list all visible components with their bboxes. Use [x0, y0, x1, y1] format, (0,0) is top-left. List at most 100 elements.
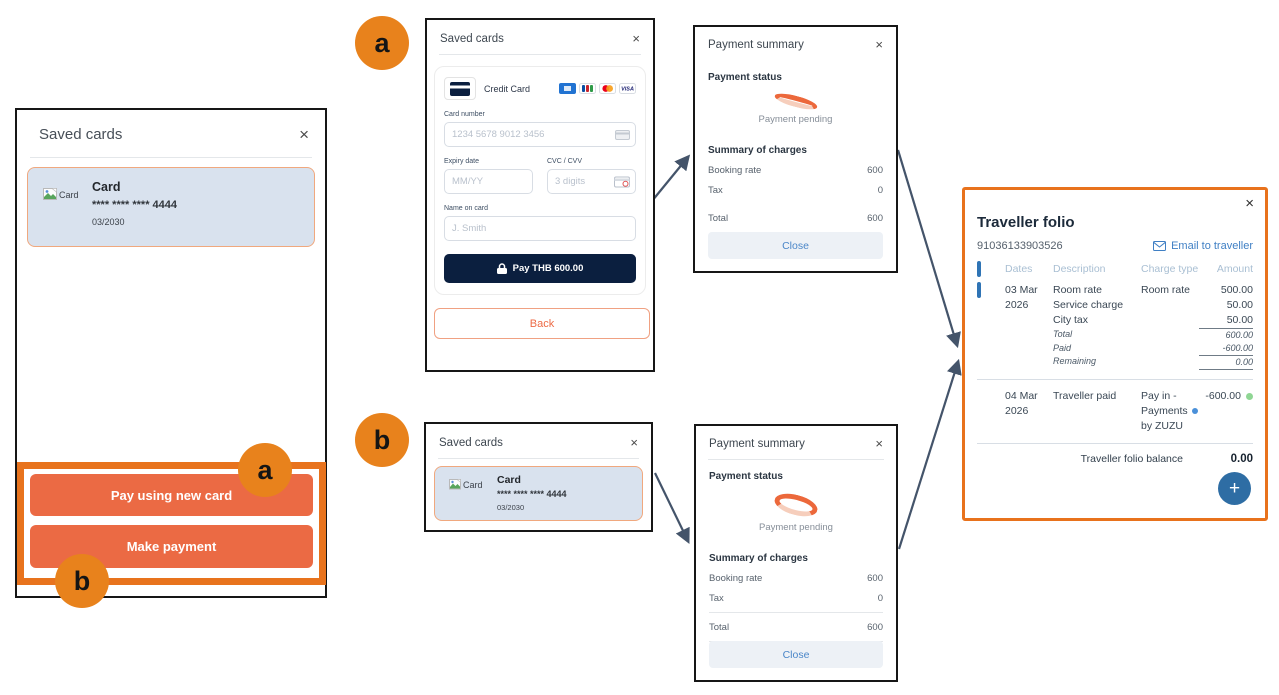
folio-balance-row: Traveller folio balance 0.00	[977, 453, 1253, 465]
pay-button-label: Pay THB 600.00	[512, 263, 584, 274]
close-icon[interactable]: ×	[630, 435, 638, 450]
divider	[977, 443, 1253, 444]
select-all-checkbox[interactable]	[977, 261, 981, 277]
step-b-badge: b	[55, 554, 109, 608]
expiry-input[interactable]	[444, 169, 533, 194]
add-charge-button[interactable]: +	[1218, 472, 1251, 505]
payment-method-row: Credit Card VISA	[444, 77, 636, 100]
card-image-alt-text: Card	[463, 479, 483, 490]
modal-header: Saved cards ×	[426, 424, 651, 458]
card-number-input[interactable]	[444, 122, 636, 147]
close-button[interactable]: Close	[709, 641, 883, 668]
name-on-card-input[interactable]	[444, 216, 636, 241]
svg-text:VISA: VISA	[621, 87, 634, 93]
payment-description: Traveller paid	[1053, 390, 1117, 402]
total-row: Total 600	[709, 622, 883, 633]
folio-number: 91036133903526	[977, 240, 1063, 252]
broken-image-icon	[43, 188, 57, 200]
card-masked-number: **** **** **** 4444	[497, 489, 567, 499]
paid-status-dot	[1246, 393, 1253, 400]
balance-value: 0.00	[1230, 453, 1253, 465]
card-image-alt-text: Card	[59, 189, 79, 200]
charge-amount: 50.00	[1226, 299, 1253, 311]
charges-heading: Summary of charges	[709, 553, 808, 565]
flow-arrow-a2	[896, 149, 961, 349]
payment-pending-text: Payment pending	[759, 522, 833, 534]
balance-label: Traveller folio balance	[1080, 453, 1183, 465]
card-input-icon	[615, 129, 630, 140]
charge-label: Booking rate	[709, 573, 763, 585]
email-to-traveller-link[interactable]: Email to traveller	[1153, 240, 1253, 252]
mastercard-icon	[599, 83, 616, 94]
modal-header: Payment summary ×	[695, 27, 896, 60]
payment-method-label: Credit Card	[484, 83, 531, 94]
total-label: Total	[709, 621, 730, 633]
divider	[977, 379, 1253, 380]
modal-title: Saved cards	[439, 436, 503, 449]
close-icon[interactable]: ×	[632, 31, 640, 46]
close-button[interactable]: Close	[708, 232, 883, 260]
cvc-label: CVC / CVV	[547, 158, 583, 165]
saved-card-details: Card **** **** **** 4444 03/2030	[497, 474, 567, 512]
card-name: Card	[497, 474, 521, 486]
close-icon[interactable]: ×	[875, 436, 883, 451]
payment-charge-type: Pay in -	[1141, 390, 1177, 402]
charge-value: 600	[867, 164, 883, 176]
card-image-broken: Card	[43, 188, 79, 201]
cvc-hint-icon	[614, 176, 630, 187]
folio-row-payment: 04 Mar Traveller paid Pay in - -600.00 2…	[977, 389, 1253, 434]
credit-card-form: Credit Card VISA Card number Expiry date…	[434, 66, 646, 295]
card-image-broken: Card	[449, 479, 483, 490]
row-date: 2026	[1005, 405, 1029, 417]
payment-summary-modal: Payment summary × Payment status Payment…	[694, 424, 898, 682]
charge-type: Room rate	[1141, 284, 1191, 296]
total-value: 600	[867, 621, 883, 633]
broken-image-icon	[449, 479, 461, 490]
payment-charge-type: by ZUZU	[1141, 420, 1183, 432]
close-icon[interactable]: ×	[1245, 195, 1254, 212]
credit-card-icon	[444, 77, 476, 100]
card-expiry: 03/2030	[92, 217, 125, 227]
row-date: 2026	[1005, 299, 1029, 311]
traveller-folio-panel: × Traveller folio 91036133903526 Email t…	[962, 187, 1268, 521]
folio-row-charges: 03 Mar Room rate Room rate 500.00 2026 S…	[977, 282, 1253, 370]
charge-row: Booking rate 600	[708, 165, 883, 176]
remaining-amount: 0.00	[1199, 355, 1253, 370]
charge-label: Tax	[709, 593, 724, 605]
subtotal-amount: 600.00	[1199, 328, 1253, 342]
amex-icon	[559, 83, 576, 94]
flow-arrow-b2	[897, 358, 962, 550]
paid-label: Paid	[1053, 343, 1072, 353]
charge-description: Service charge	[1053, 299, 1124, 311]
pay-button[interactable]: Pay THB 600.00	[444, 254, 636, 283]
expiry-label: Expiry date	[444, 158, 480, 165]
col-description: Description	[1053, 263, 1106, 275]
payment-amount: -600.00	[1205, 390, 1241, 402]
flow-arrow-b1	[654, 472, 690, 544]
row-checkbox[interactable]	[977, 282, 981, 298]
step-b-badge: b	[355, 413, 409, 467]
total-row: Total 600	[708, 213, 883, 224]
back-button[interactable]: Back	[434, 308, 650, 339]
card-number-label: Card number	[444, 111, 485, 118]
jcb-icon	[579, 83, 596, 94]
step-a-badge: a	[355, 16, 409, 70]
subtotal-label: Total	[1053, 329, 1073, 339]
close-icon[interactable]: ×	[299, 125, 309, 144]
saved-card-item[interactable]: Card Card **** **** **** 4444 03/2030	[27, 167, 315, 247]
saved-card-details: Card **** **** **** 4444 03/2030	[92, 180, 177, 227]
charge-row: Tax 0	[708, 185, 883, 196]
charge-label: Booking rate	[708, 164, 762, 176]
card-expiry: 03/2030	[497, 503, 525, 512]
charge-value: 600	[867, 573, 883, 585]
lock-icon	[496, 263, 507, 274]
paid-amount: -600.00	[1222, 343, 1253, 353]
payment-pending-text: Payment pending	[758, 113, 833, 125]
pending-spinner-icon	[772, 489, 820, 521]
saved-card-item[interactable]: Card Card **** **** **** 4444 03/2030	[434, 466, 643, 521]
charge-description: Room rate	[1053, 284, 1103, 296]
charge-value: 0	[877, 593, 883, 605]
modal-title: Saved cards	[39, 126, 123, 143]
card-brand-icons: VISA	[559, 83, 636, 94]
close-icon[interactable]: ×	[875, 37, 883, 52]
